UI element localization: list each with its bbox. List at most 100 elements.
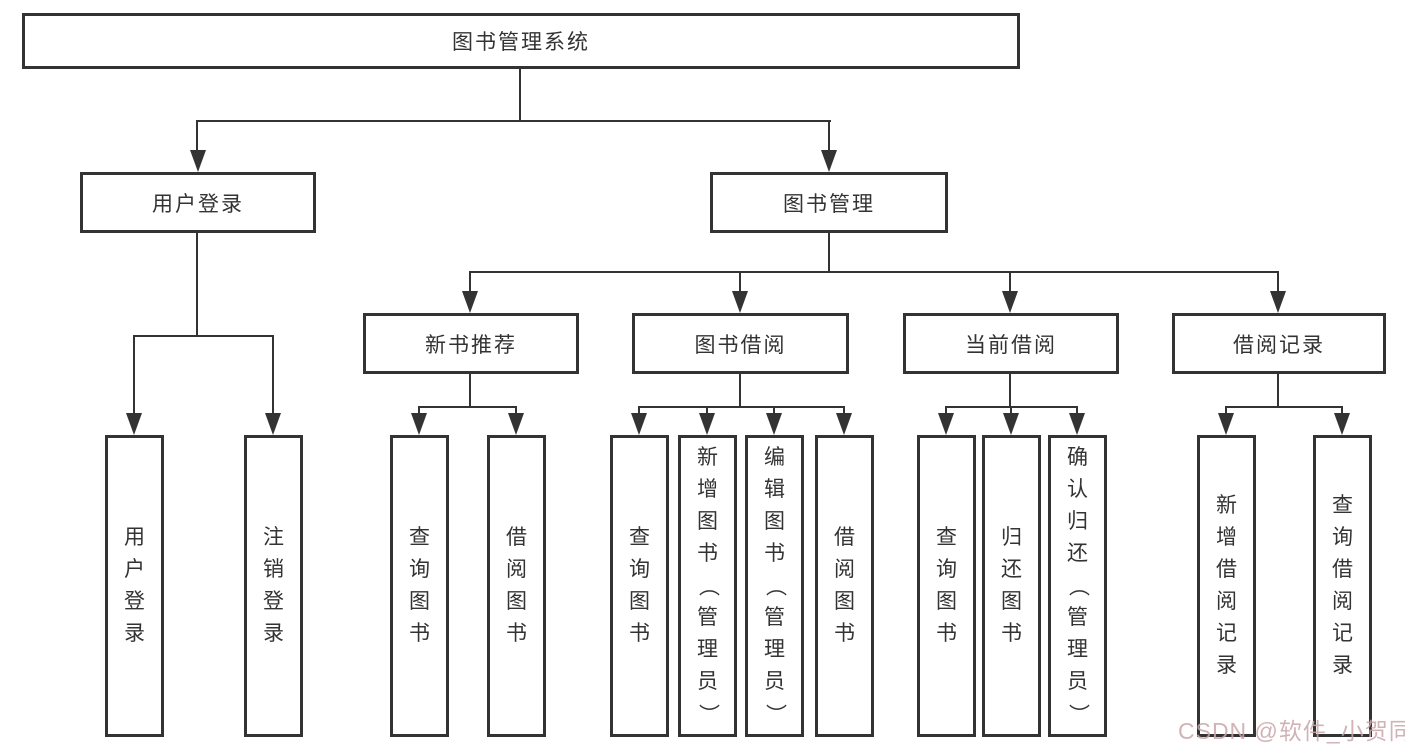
connector-line [1009, 374, 1011, 408]
vertical-char: 录 [1216, 654, 1237, 677]
vertical-char: 书 [506, 622, 527, 645]
vertical-char: 查 [629, 526, 650, 549]
vertical-char: 图 [409, 590, 430, 613]
connector-line [519, 68, 521, 122]
vertical-char: 录 [1332, 654, 1353, 677]
connector-line [469, 271, 1279, 273]
connector-line [828, 233, 830, 273]
vertical-char: 阅 [1216, 590, 1237, 613]
vertical-char: 员 [764, 670, 785, 693]
vertical-char: 书 [1001, 622, 1022, 645]
vertical-char: ） [1066, 703, 1090, 725]
leaf-borrow-books-recommend: 借阅图书 [487, 435, 546, 737]
connector-line [197, 120, 831, 122]
arrowhead [1069, 413, 1085, 435]
node-borrowing-records: 借阅记录 [1172, 313, 1386, 374]
vertical-char: 书 [629, 622, 650, 645]
vertical-char: 询 [629, 558, 650, 581]
vertical-char: 还 [1067, 542, 1088, 565]
connector-line [1225, 406, 1343, 408]
leaf-query-books-borrowing: 查询图书 [610, 435, 669, 737]
arrowhead [190, 150, 206, 172]
connector-line [196, 120, 198, 154]
arrowhead [631, 413, 647, 435]
vertical-char: 借 [1332, 558, 1353, 581]
connector-line [1341, 406, 1343, 418]
vertical-char: 查 [936, 526, 957, 549]
arrowhead [265, 413, 281, 435]
vertical-char: 还 [1001, 558, 1022, 581]
vertical-char: 图 [764, 510, 785, 533]
connector-line [272, 335, 274, 417]
vertical-char: 书 [834, 622, 855, 645]
connector-line [469, 374, 471, 408]
vertical-char: 增 [697, 478, 718, 501]
leaf-edit-book-admin: 编辑图书（管理员） [745, 435, 804, 737]
vertical-char: 询 [409, 558, 430, 581]
vertical-char: 增 [1216, 526, 1237, 549]
vertical-char: 登 [124, 590, 145, 613]
node-library-system: 图书管理系统 [22, 13, 1020, 69]
vertical-char: 书 [936, 622, 957, 645]
vertical-char: （ [763, 575, 787, 597]
arrowhead [1334, 413, 1350, 435]
connector-line [828, 120, 830, 154]
vertical-char: 员 [1067, 670, 1088, 693]
leaf-return-books: 归还图书 [982, 435, 1041, 737]
arrowhead [126, 413, 142, 435]
connector-line [1009, 271, 1011, 295]
vertical-char: 记 [1332, 622, 1353, 645]
vertical-char: （ [1066, 575, 1090, 597]
vertical-char: 图 [506, 590, 527, 613]
connector-line [1010, 406, 1012, 418]
leaf-logout: 注销登录 [244, 435, 303, 737]
vertical-char: 管 [764, 606, 785, 629]
connector-line [739, 271, 741, 295]
vertical-char: ） [696, 703, 720, 725]
vertical-char: 书 [409, 622, 430, 645]
connector-line [739, 374, 741, 408]
vertical-char: 图 [697, 510, 718, 533]
vertical-char: 图 [834, 590, 855, 613]
vertical-char: 归 [1067, 510, 1088, 533]
vertical-char: 用 [124, 526, 145, 549]
vertical-char: 询 [1332, 526, 1353, 549]
connector-line [1076, 406, 1078, 418]
arrowhead [699, 413, 715, 435]
connector-line [1225, 406, 1227, 418]
vertical-char: 新 [697, 446, 718, 469]
vertical-char: 理 [764, 638, 785, 661]
vertical-char: 借 [834, 526, 855, 549]
vertical-char: ） [763, 703, 787, 725]
arrowhead [462, 291, 478, 313]
arrowhead [836, 413, 852, 435]
vertical-char: 管 [1067, 606, 1088, 629]
vertical-char: 登 [263, 590, 284, 613]
connector-line [133, 335, 274, 337]
vertical-char: 借 [1216, 558, 1237, 581]
connector-line [418, 406, 420, 418]
node-book-borrowing: 图书借阅 [632, 313, 849, 374]
connector-line [706, 406, 708, 418]
vertical-char: 图 [936, 590, 957, 613]
vertical-char: 图 [629, 590, 650, 613]
arrowhead [766, 413, 782, 435]
connector-line [843, 406, 845, 418]
vertical-char: 阅 [834, 558, 855, 581]
node-new-book-recommendation: 新书推荐 [363, 313, 579, 374]
vertical-char: 询 [936, 558, 957, 581]
vertical-char: 查 [409, 526, 430, 549]
vertical-char: 书 [764, 542, 785, 565]
vertical-char: 确 [1067, 446, 1088, 469]
vertical-char: 阅 [506, 558, 527, 581]
vertical-char: 阅 [1332, 590, 1353, 613]
arrowhead [508, 413, 524, 435]
connector-line [638, 406, 845, 408]
vertical-char: 新 [1216, 494, 1237, 517]
vertical-char: 归 [1001, 526, 1022, 549]
vertical-char: 借 [506, 526, 527, 549]
vertical-char: 理 [1067, 638, 1088, 661]
node-book-management: 图书管理 [710, 172, 948, 233]
vertical-char: 认 [1067, 478, 1088, 501]
